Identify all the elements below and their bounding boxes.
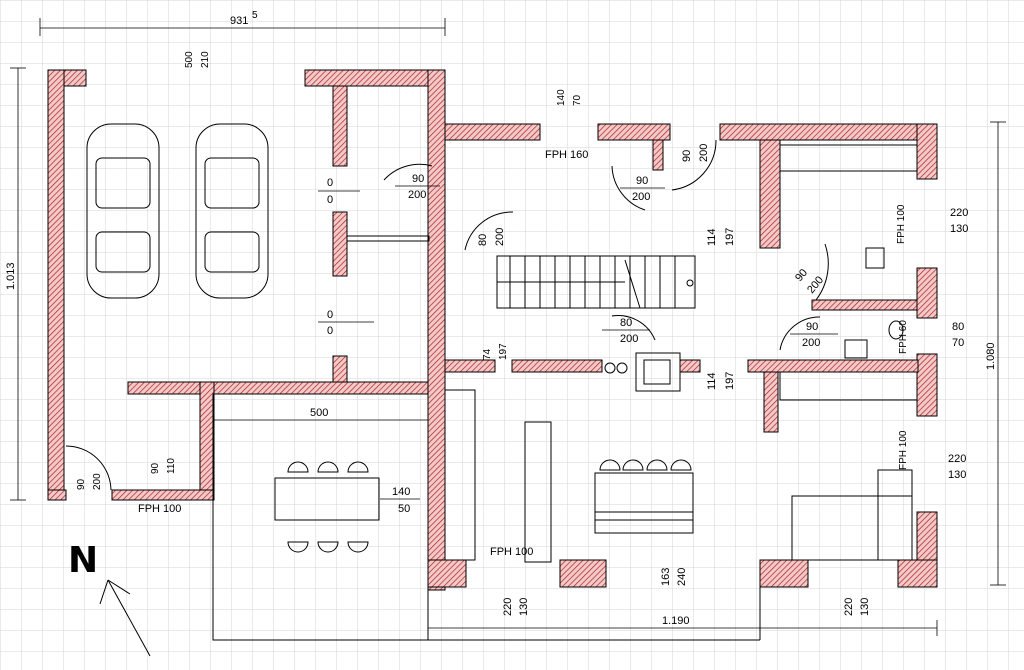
bottom-width-label: 1.190 [662,615,690,627]
opening-6-a: 90 [806,321,818,333]
left-height-label: 1.013 [5,262,17,290]
opening-3-b: 200 [408,189,426,201]
window-bottom-1-a: 220 [502,598,514,616]
vlabel-6-a: 74 [482,348,493,360]
window-right-3-b: 130 [948,469,966,481]
vlabel-2-b: 200 [494,228,506,246]
fph-bath: FPH 60 [898,320,909,354]
staircase [496,255,696,309]
opening-4-b: 200 [632,191,650,203]
window-right-2-b: 70 [952,337,964,349]
north-label: N [68,540,98,581]
vlabel-1-b: 200 [698,144,710,162]
vlabel-6-b: 197 [498,343,509,360]
opening-6-b: 200 [802,337,820,349]
furniture [212,144,918,641]
window-right-2-a: 80 [952,321,964,333]
vlabel-4-a: 114 [706,372,718,390]
garage-walls [47,69,446,591]
opening-5-a: 80 [620,317,632,329]
opening-1-a: 0 [327,177,333,189]
vlabel-7-b: 110 [166,458,177,474]
opening-7-a: 140 [392,486,410,498]
opening-5-b: 200 [620,333,638,345]
fph-right-2: FPH 100 [898,430,909,470]
fph-labels: FPH 160 FPH 100 FPH 100 FPH 100 FPH 100 … [138,149,909,558]
top-width-sup: 5 [252,10,258,21]
terrace-width-label: 500 [310,407,328,419]
window-bottom-2-b: 130 [859,598,871,616]
stove [604,352,681,392]
opening-3-a: 90 [412,173,424,185]
window-bottom-2-a: 220 [843,598,855,616]
window-top-a: 140 [556,89,567,106]
opening-4-a: 90 [636,175,648,187]
vlabel-8-b: 200 [92,473,103,490]
garage-door-a: 500 [184,51,195,68]
door-swings [65,139,829,491]
car-left-icon [86,123,160,299]
dimension-lines [10,18,1006,636]
window-right-1-a: 220 [950,207,968,219]
fph-garage: FPH 100 [138,503,181,515]
house-walls [427,123,938,588]
window-right-3-a: 220 [948,453,966,465]
vlabel-3-b: 197 [724,228,736,246]
vlabel-3-a: 114 [706,228,718,246]
garage-door-b: 210 [200,51,211,68]
opening-2-b: 0 [327,325,333,337]
vlabel-8-a: 90 [76,478,87,490]
window-bottom-3-a: 163 [660,568,672,586]
vlabel-2-a: 80 [477,234,489,246]
opening-labels: 0 0 0 0 90 200 90 200 80 200 90 200 140 … [318,173,838,515]
fph-living: FPH 100 [490,546,533,558]
dimension-texts: 931 5 1.013 1.080 1.190 500 500 210 140 … [5,10,997,627]
window-bottom-3-b: 240 [676,568,688,586]
opening-7-b: 50 [398,503,410,515]
right-height-label: 1.080 [985,342,997,370]
vlabel-7-a: 90 [150,462,161,474]
vlabel-1-a: 90 [681,150,693,162]
fph-right-1: FPH 100 [896,204,907,244]
opening-1-b: 0 [327,194,333,206]
window-right-1-b: 130 [950,223,968,235]
opening-2-a: 0 [327,309,333,321]
window-top-b: 70 [572,94,583,106]
fph-top: FPH 160 [545,149,588,161]
north-arrow: N [68,540,151,657]
vlabel-4-b: 197 [724,372,736,390]
top-width-label: 931 [230,15,248,27]
car-right-icon [195,123,269,299]
window-bottom-1-b: 130 [518,598,530,616]
